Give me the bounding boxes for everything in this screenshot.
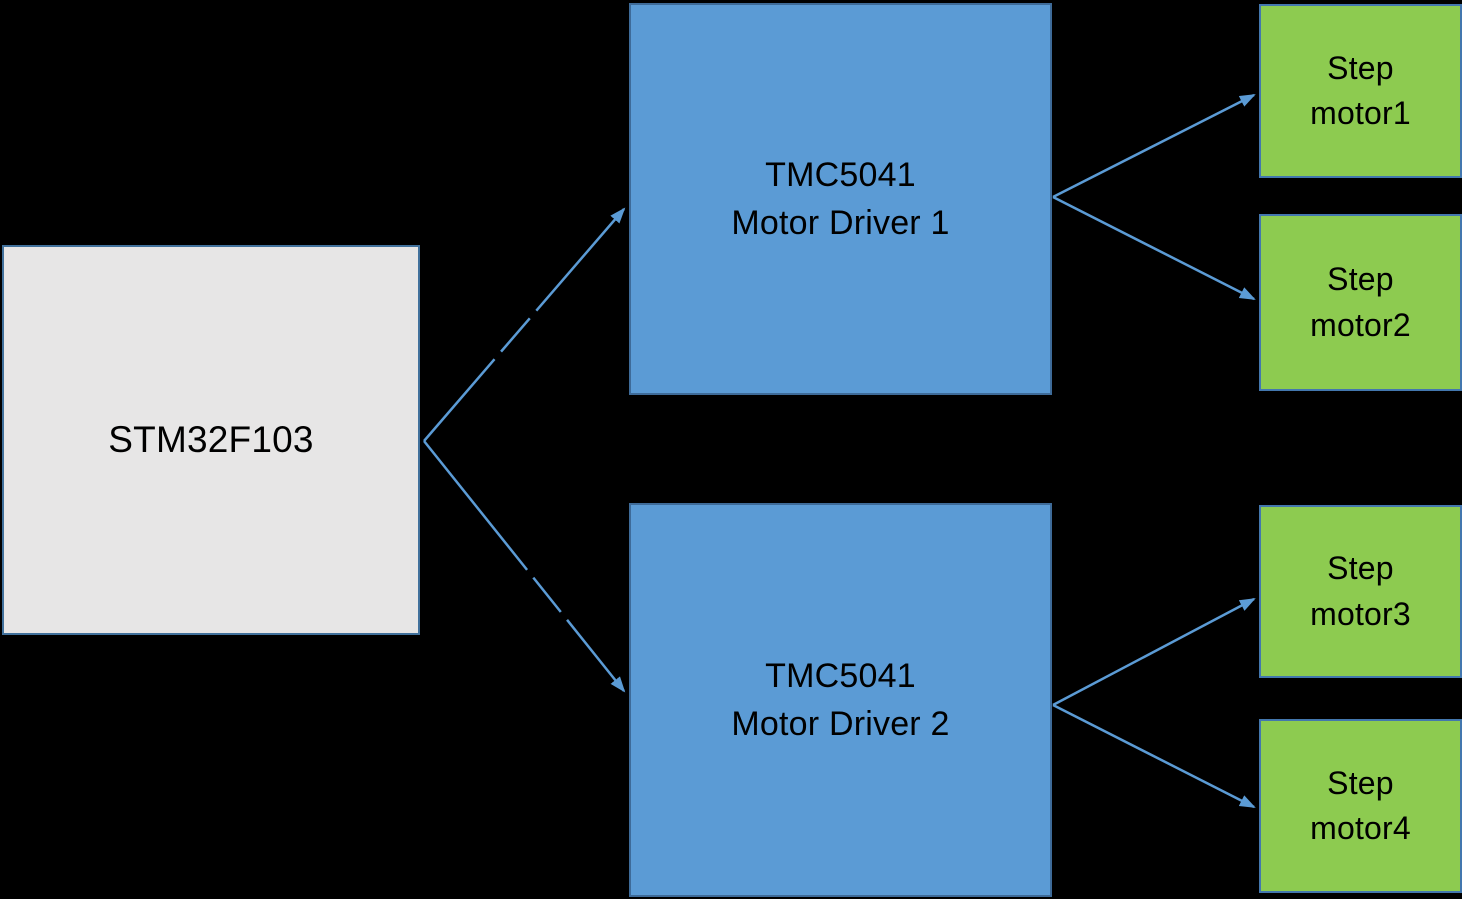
step-motor-1-node: Step motor1 (1259, 4, 1462, 178)
step-motor-4-node: Step motor4 (1259, 719, 1462, 893)
connector-stm32-to-driver1 (423, 207, 626, 442)
motor-driver-2-node: TMC5041 Motor Driver 2 (629, 503, 1052, 897)
motor-driver-1-label-line1: TMC5041 (765, 155, 916, 194)
step-motor-2-label-line1: Step (1327, 261, 1394, 298)
connector-driver2-to-motor3 (1052, 597, 1256, 707)
step-motor-3-label-line2: motor3 (1310, 595, 1411, 632)
stm32-node: STM32F103 (2, 245, 420, 635)
step-motor-2-node: Step motor2 (1259, 214, 1462, 391)
connector-driver1-to-motor2 (1052, 195, 1256, 301)
connector-stm32-to-driver2 (423, 440, 626, 693)
step-motor-1-label-line1: Step (1327, 49, 1394, 86)
step-motor-1-label-line2: motor1 (1310, 95, 1411, 131)
motor-driver-2-label-line2: Motor Driver 2 (731, 705, 950, 743)
motor-driver-1-node: TMC5041 Motor Driver 1 (629, 3, 1052, 395)
connector-driver2-to-motor4 (1052, 703, 1256, 809)
step-motor-4-label-line1: Step (1327, 764, 1394, 801)
connector-driver1-to-motor1 (1052, 93, 1256, 199)
motor-driver-1-label-line2: Motor Driver 1 (731, 204, 950, 242)
step-motor-3-node: Step motor3 (1259, 505, 1462, 678)
step-motor-3-label-line1: Step (1327, 550, 1394, 587)
step-motor-2-label-line2: motor2 (1310, 306, 1411, 343)
stm32-label: STM32F103 (108, 418, 314, 460)
step-motor-4-label-line2: motor4 (1310, 810, 1411, 846)
motor-driver-2-label-line1: TMC5041 (765, 656, 916, 695)
